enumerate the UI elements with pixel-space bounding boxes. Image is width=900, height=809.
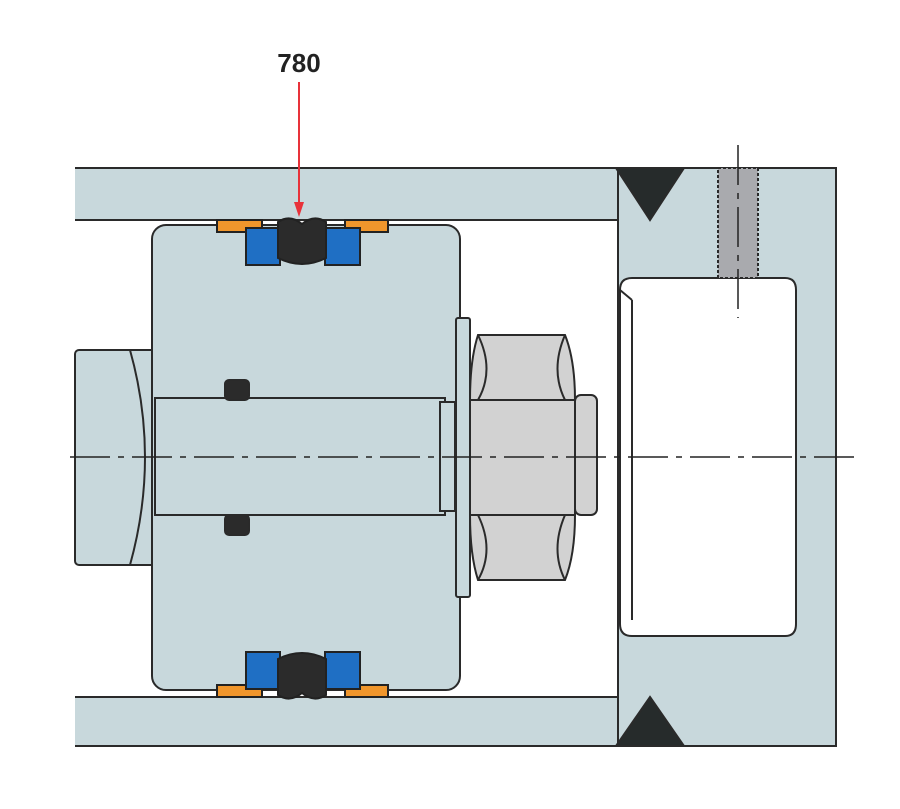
rod-end [574,394,598,516]
callout-label-780: 780 [277,48,321,78]
tube-wall-bottom [75,697,635,746]
o-ring-top [224,379,250,401]
piston-seal-bottom [216,651,389,700]
weld-bottom [614,695,686,747]
tube-wall-top [75,168,635,220]
weld-top [614,167,686,222]
callout-arrowhead [294,202,304,217]
piston-seal-top [216,217,389,266]
o-ring-bottom [224,514,250,536]
